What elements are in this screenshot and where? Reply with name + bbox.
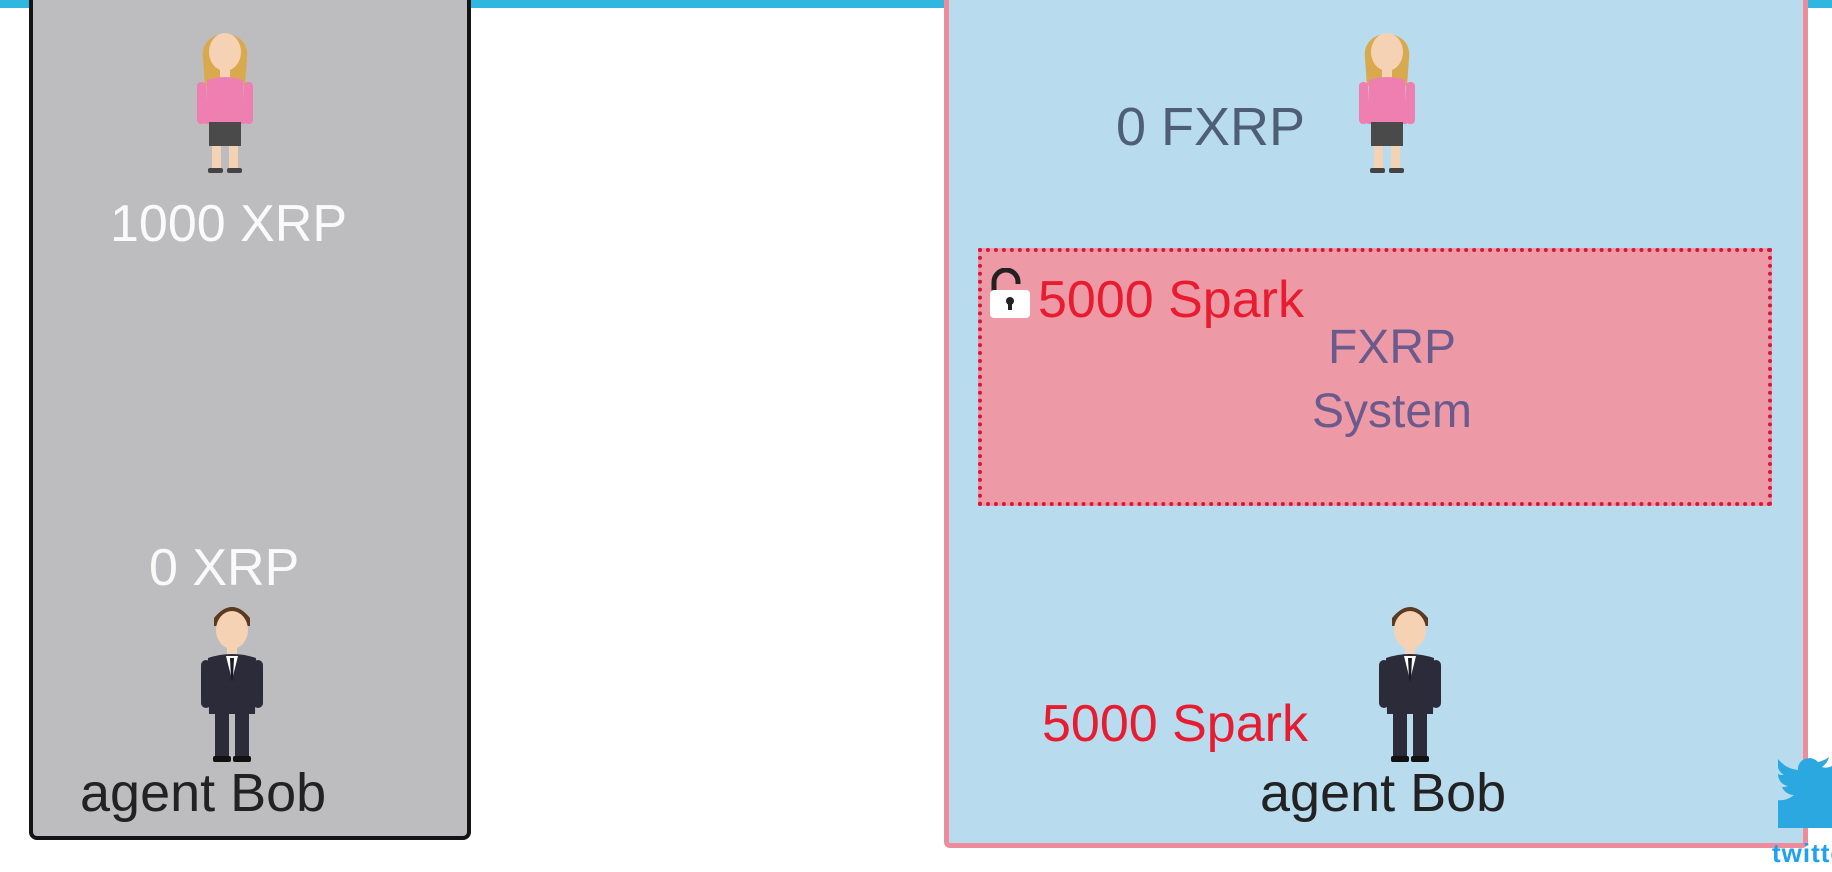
- fxrp-system-box: 5000 Spark FXRP System: [978, 248, 1772, 506]
- unlocked-padlock-icon: [990, 268, 1030, 318]
- agent-balance-right: 5000 Spark: [1042, 695, 1308, 753]
- agent-label-left: agent Bob: [80, 763, 327, 823]
- right-ledger-panel: 0 FXRP 5000 Spark FXRP System 5000 Spark: [944, 0, 1808, 848]
- agent-label-right: agent Bob: [1260, 763, 1507, 823]
- twitter-watermark-text: twitter: [1772, 838, 1832, 868]
- system-label-line1: FXRP: [1327, 321, 1456, 374]
- man-agent-icon: [1379, 607, 1441, 762]
- woman-user-icon: [197, 33, 253, 173]
- locked-collateral-amount: 5000 Spark: [1038, 271, 1304, 329]
- man-agent-icon: [201, 607, 263, 762]
- left-ledger-panel: 1000 XRP 0 XRP agent Bob: [29, 0, 471, 840]
- agent-balance-left: 0 XRP: [149, 539, 300, 597]
- user-balance-right: 0 FXRP: [1116, 97, 1306, 157]
- twitter-bird-icon: [1778, 757, 1832, 828]
- woman-user-icon: [1359, 33, 1415, 173]
- user-balance-left: 1000 XRP: [110, 195, 348, 253]
- system-label-line2: System: [1311, 385, 1473, 438]
- top-accent-bar: [0, 0, 1832, 8]
